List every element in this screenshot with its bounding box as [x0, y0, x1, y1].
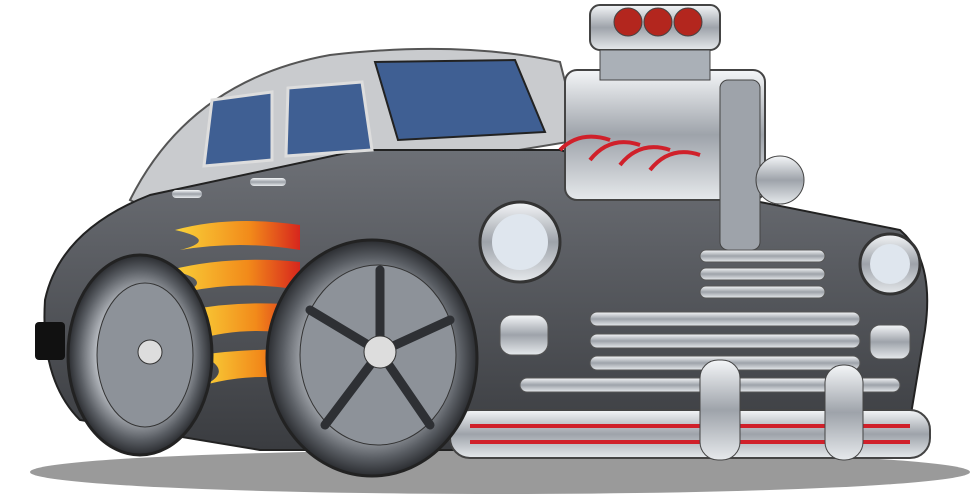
- tail-light: [35, 322, 65, 360]
- front-side-window: [284, 80, 374, 158]
- rear-side-window: [202, 90, 274, 168]
- door-handle: [172, 190, 202, 198]
- door-handle: [250, 178, 286, 186]
- ground-shadow: [30, 450, 970, 494]
- parking-light: [499, 314, 549, 356]
- rear-wheel: [66, 253, 214, 457]
- front-bumper: [449, 359, 931, 461]
- windshield: [373, 58, 547, 142]
- parking-light: [869, 324, 911, 360]
- supercharged-engine: [558, 4, 805, 251]
- front-wheel: [265, 238, 479, 478]
